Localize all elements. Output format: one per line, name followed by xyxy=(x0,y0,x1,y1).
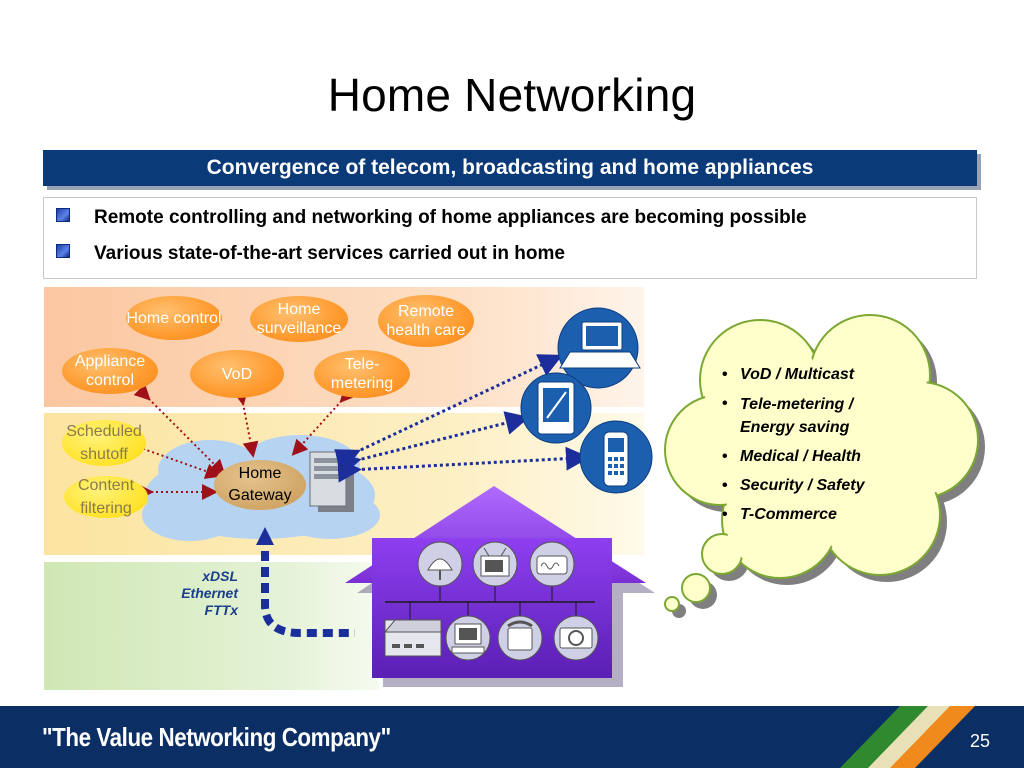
home-gateway: Home Gateway xyxy=(214,460,306,510)
access-fttx: FTTx xyxy=(204,602,238,618)
slide-title: Home Networking xyxy=(327,69,697,121)
lamp-icon xyxy=(417,541,463,587)
set-top-box-icon xyxy=(383,619,442,657)
access-band xyxy=(44,562,379,690)
bullet-box: Remote controlling and networking of hom… xyxy=(43,197,977,279)
microwave-icon xyxy=(529,541,575,587)
list-item-text: Security / Safety xyxy=(740,477,865,494)
square-bullet-icon xyxy=(56,208,70,222)
service-vod: VoD xyxy=(190,350,284,398)
access-ethernet: Ethernet xyxy=(181,585,238,601)
camera-icon xyxy=(553,615,599,661)
bullet-item: Remote controlling and networking of hom… xyxy=(56,207,807,229)
laptop-icon xyxy=(557,307,641,389)
access-link xyxy=(261,535,355,637)
bullet-item: Various state-of-the-art services carrie… xyxy=(56,243,565,265)
bullet-text: Various state-of-the-art services carrie… xyxy=(94,243,565,264)
list-item: Tele-metering / Energy saving xyxy=(718,393,910,439)
device-links xyxy=(334,354,590,483)
access-arrow-head xyxy=(256,527,274,545)
company-slogan: "The Value Networking Company" xyxy=(42,722,391,752)
access-xdsl: xDSL xyxy=(202,568,238,584)
bullet-text: Remote controlling and networking of hom… xyxy=(94,207,807,228)
service-remote-health-care: Remote health care xyxy=(378,295,474,347)
convergence-banner: Convergence of telecom, broadcasting and… xyxy=(43,150,977,186)
services-list: VoD / Multicast Tele-metering / Energy s… xyxy=(718,364,918,533)
list-item: Medical / Health xyxy=(718,446,918,468)
list-item: T-Commerce xyxy=(718,504,918,526)
list-item: Security / Safety xyxy=(718,475,918,497)
service-appliance-control: Appliance control xyxy=(62,348,158,394)
service-home-control: Home control xyxy=(126,296,222,340)
square-bullet-icon xyxy=(56,244,70,258)
list-item: VoD / Multicast xyxy=(718,364,918,386)
service-home-surveillance: Home surveillance xyxy=(250,296,348,342)
page-number: 25 xyxy=(969,731,990,751)
access-technologies: xDSL Ethernet FTTx xyxy=(130,568,238,619)
service-tele-metering: Tele- metering xyxy=(314,350,410,398)
mobile-phone-icon xyxy=(579,420,653,494)
service-scheduled-shutoff: Scheduled shutoff xyxy=(62,420,146,466)
footer-stripes xyxy=(840,706,975,768)
list-item-text: Tele-metering / Energy saving xyxy=(740,396,854,436)
pc-icon xyxy=(445,615,491,661)
service-content-filtering: Content filtering xyxy=(64,476,148,518)
list-item-text: Medical / Health xyxy=(740,448,861,465)
tv-icon xyxy=(472,541,518,587)
phone-icon xyxy=(497,615,543,661)
list-item-text: T-Commerce xyxy=(740,506,837,523)
list-item-text: VoD / Multicast xyxy=(740,366,855,383)
pda-icon xyxy=(520,372,592,444)
